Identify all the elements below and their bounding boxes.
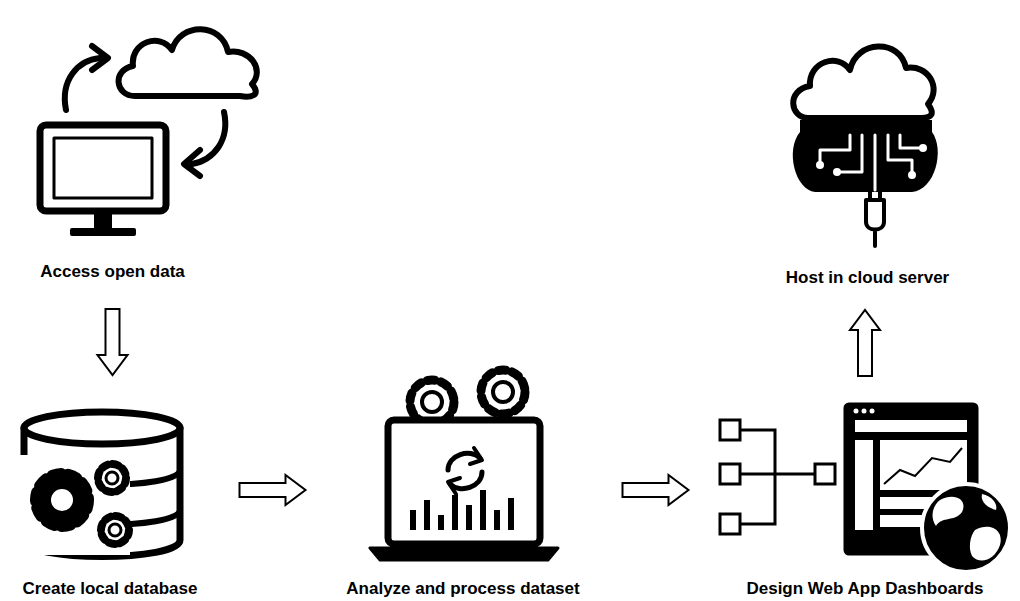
process-step: Host in cloud server <box>770 38 965 288</box>
dashboard-icon <box>720 404 1010 572</box>
block-arrow <box>623 475 689 505</box>
process-step: Design Web App Dashboards <box>715 398 1015 599</box>
step-label: Design Web App Dashboards <box>746 579 983 599</box>
process-step: Create local database <box>5 402 215 599</box>
step-label: Create local database <box>23 579 198 599</box>
step-label: Access open data <box>40 262 185 282</box>
cloud-server-icon <box>793 46 938 246</box>
database-icon <box>20 412 180 557</box>
step-label: Analyze and process dataset <box>346 579 579 599</box>
process-step: Access open data <box>20 10 205 282</box>
block-arrow <box>240 475 306 505</box>
laptop-gears-icon <box>370 370 558 560</box>
block-arrow <box>850 310 880 376</box>
process-step: Analyze and process dataset <box>330 365 596 599</box>
block-arrow <box>98 309 128 375</box>
cloud-computer-icon <box>40 29 257 236</box>
step-label: Host in cloud server <box>786 268 949 288</box>
